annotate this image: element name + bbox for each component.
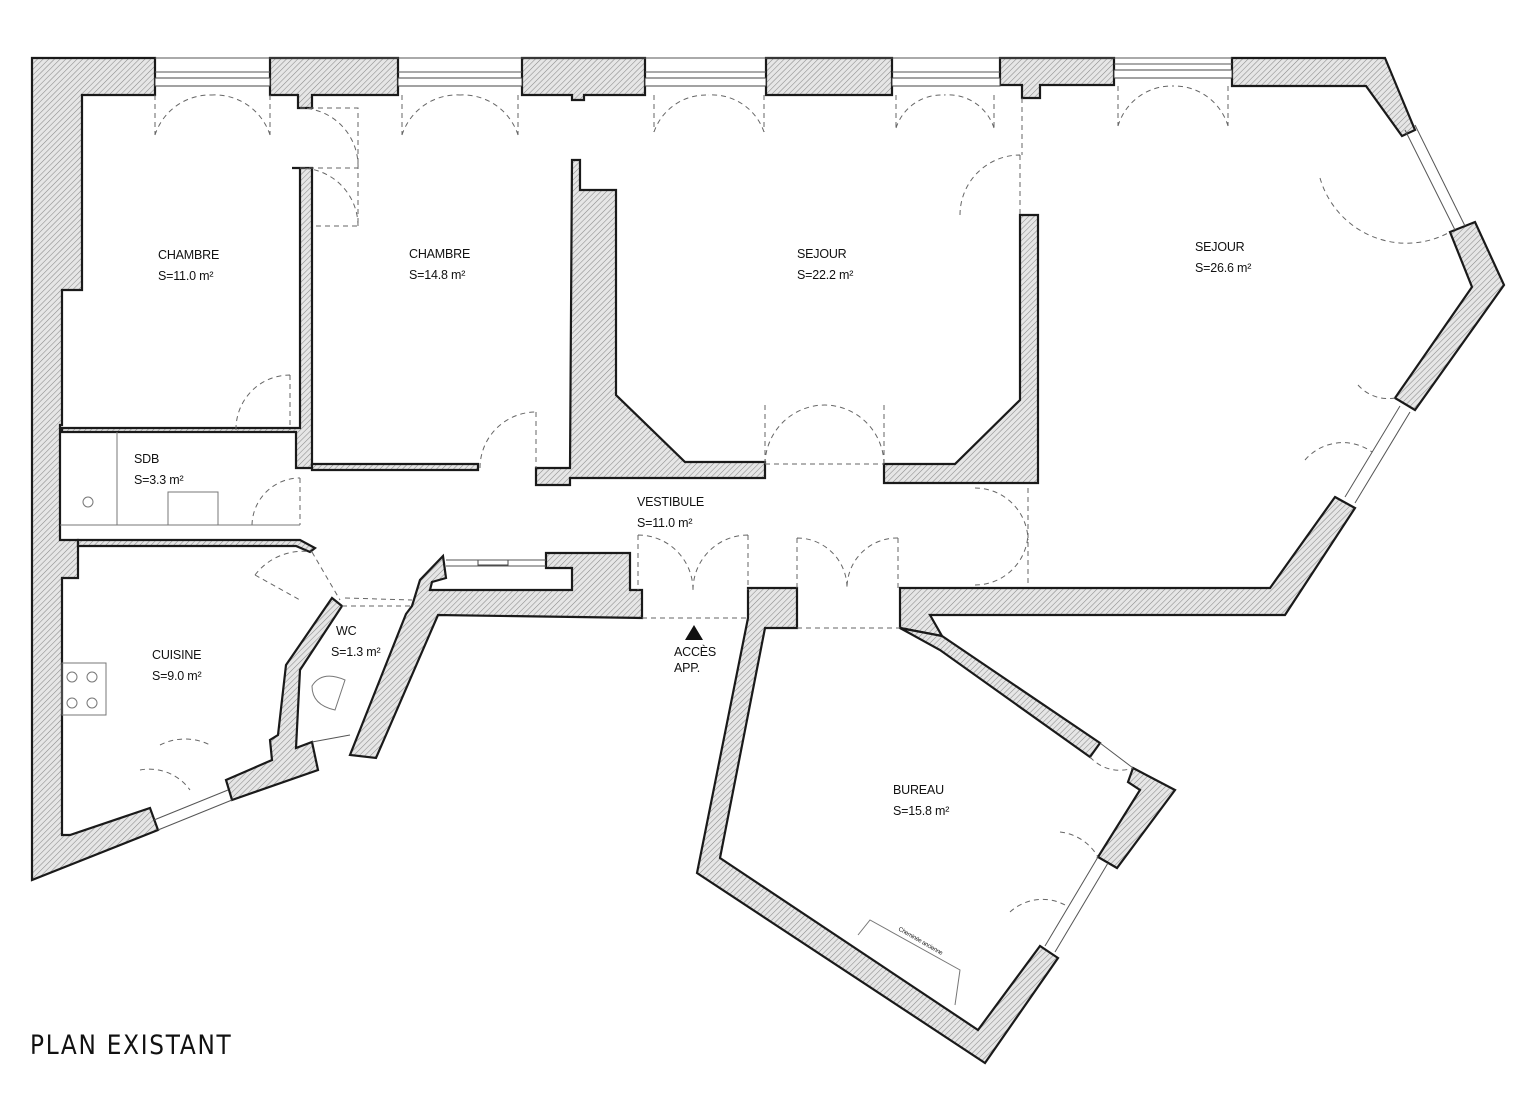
room-name: WC <box>336 624 357 638</box>
room-name: SDB <box>134 452 159 466</box>
room-name: SEJOUR <box>1195 240 1245 254</box>
wall-west <box>30 56 160 882</box>
room-vestibule: VESTIBULE S=11.0 m² <box>637 495 704 530</box>
room-sejour-1: SEJOUR S=22.2 m² <box>797 247 853 282</box>
fireplace-label: Cheminée ancienne <box>897 927 944 958</box>
wall-wc <box>224 596 344 802</box>
fixtures <box>60 432 961 1006</box>
room-name: CUISINE <box>152 648 201 662</box>
room-bureau: BUREAU S=15.8 m² <box>893 783 949 818</box>
room-area: S=11.0 m² <box>637 516 692 530</box>
room-cuisine: CUISINE S=9.0 m² <box>152 648 202 683</box>
windows <box>153 57 1466 953</box>
wall-chambre2-south <box>310 462 480 472</box>
wall-northeast <box>1230 56 1417 138</box>
room-area: S=11.0 m² <box>158 269 213 283</box>
room-area: S=15.8 m² <box>893 804 949 818</box>
wall-bureau <box>695 586 1060 1065</box>
wall-north-2 <box>520 56 647 102</box>
wall-bureau-east <box>899 626 1102 759</box>
access-marker: ACCÈS APP. <box>674 625 716 675</box>
wall-cuisine-north <box>76 538 317 554</box>
access-triangle-icon <box>685 625 703 640</box>
wall-chambre-partition <box>60 166 314 470</box>
room-area: S=22.2 m² <box>797 268 853 282</box>
wall-wc-east <box>348 551 644 760</box>
room-name: BUREAU <box>893 783 944 797</box>
plan-title: PLAN EXISTANT <box>30 1030 233 1061</box>
room-sdb: SDB S=3.3 m² <box>134 452 184 487</box>
door-swings <box>139 85 1451 913</box>
wall-east-1 <box>1393 220 1506 412</box>
room-chambre-2: CHAMBRE S=14.8 m² <box>409 247 470 282</box>
room-wc: WC S=1.3 m² <box>331 624 381 659</box>
room-area: S=1.3 m² <box>331 645 380 659</box>
room-area: S=14.8 m² <box>409 268 465 282</box>
room-chambre-1: CHAMBRE S=11.0 m² <box>158 248 219 283</box>
wall-southeast <box>898 495 1357 638</box>
wall-north-4 <box>998 56 1116 100</box>
room-area: S=9.0 m² <box>152 669 201 683</box>
room-area: S=26.6 m² <box>1195 261 1251 275</box>
wall-north-1 <box>268 56 400 110</box>
room-name: SEJOUR <box>797 247 847 261</box>
access-label-line1: ACCÈS <box>674 644 716 659</box>
wall-bureau-corner <box>1096 766 1177 870</box>
room-name: VESTIBULE <box>637 495 704 509</box>
room-sejour-2: SEJOUR S=26.6 m² <box>1195 240 1251 275</box>
wall-sejour-pier <box>882 213 1040 485</box>
access-label-line2: APP. <box>674 661 700 675</box>
room-name: CHAMBRE <box>158 248 219 262</box>
wall-north-3 <box>764 56 894 97</box>
wall-central-pier <box>534 158 767 487</box>
room-area: S=3.3 m² <box>134 473 183 487</box>
room-name: CHAMBRE <box>409 247 470 261</box>
